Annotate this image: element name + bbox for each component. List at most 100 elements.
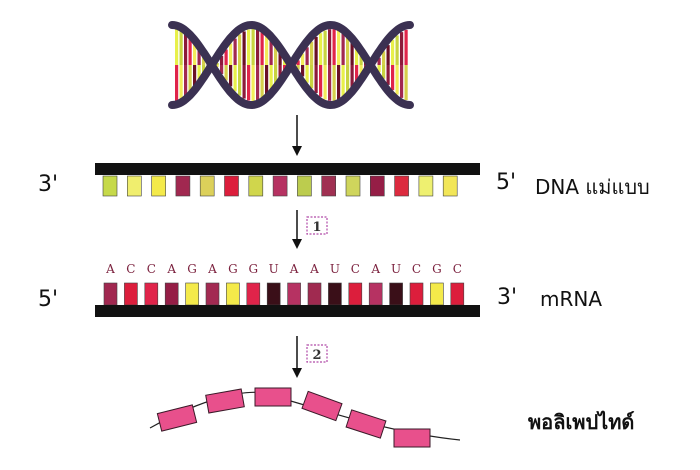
helix-base-pair <box>337 30 341 65</box>
helix-base-pair <box>269 38 273 65</box>
helix-base-pair <box>179 30 183 65</box>
helix-base-pair <box>404 29 408 65</box>
step-2-arrow <box>292 336 302 378</box>
helix-backbone <box>168 20 414 110</box>
amino-acid-bead <box>205 388 245 414</box>
helix-base-pair <box>382 65 386 79</box>
mrna-base-letter: C <box>147 262 156 276</box>
mrna-base-letter: C <box>126 262 135 276</box>
mrna-base-block <box>287 282 301 306</box>
helix-base-pair <box>242 31 246 65</box>
mrna-base-letter: A <box>207 262 217 276</box>
amino-acid-bead <box>345 409 387 439</box>
helix-base-pair <box>197 47 201 65</box>
mrna-base-letter: U <box>391 262 401 276</box>
helix-base-pair <box>188 37 192 65</box>
helix-base-pair <box>247 65 251 101</box>
mrna-base-letter: C <box>351 262 360 276</box>
helix-base-pair <box>256 65 260 101</box>
helix-base-pair <box>260 65 264 99</box>
mrna-base-letter: G <box>228 262 238 276</box>
dna-base-block <box>369 175 385 197</box>
dna-left-end-label: 3' <box>38 172 59 197</box>
helix-base-pair <box>274 65 278 86</box>
helix-base-pair <box>350 40 354 65</box>
mrna-base-block <box>266 282 281 306</box>
mrna-base-letter: A <box>309 262 319 276</box>
helix-base-pair <box>220 56 224 65</box>
helix-base-pair <box>229 65 233 87</box>
helix-base-pair <box>251 65 255 101</box>
helix-base-pair <box>314 65 318 94</box>
dna-base-block <box>321 175 337 197</box>
step-1-box <box>306 216 328 235</box>
step-2-number: 2 <box>312 348 321 363</box>
helix-base-pair <box>310 41 314 65</box>
helix-base-pair <box>238 65 242 96</box>
helix-base-pair <box>193 42 197 65</box>
helix-base-pair <box>296 60 300 65</box>
helix-base-pair <box>242 65 246 99</box>
helix-base-pair <box>179 65 183 100</box>
helix-base-pair <box>247 29 251 66</box>
helix-base-pair <box>269 65 273 92</box>
dna-base-block <box>224 175 239 197</box>
helix-base-pair <box>377 65 381 73</box>
dna-base-block <box>127 175 142 197</box>
dna-right-end-label: 5' <box>496 170 517 195</box>
dna-base-block <box>175 175 191 197</box>
dna-template-backbone <box>95 163 480 175</box>
helix-base-pair <box>332 29 336 66</box>
helix-base-pair <box>265 34 269 65</box>
polypeptide-label: พอลิเพปไทด์ <box>528 410 635 434</box>
helix-base-pair <box>184 33 188 65</box>
amino-acid-bead <box>156 404 198 432</box>
helix-base-pair <box>319 65 323 97</box>
mrna-base-block <box>144 282 159 306</box>
mrna-base-block <box>389 282 403 306</box>
helix-base-pair <box>256 29 260 65</box>
helix-base-pair <box>233 65 237 92</box>
helix-base-pair <box>305 47 309 65</box>
dna-template-bases <box>102 175 458 197</box>
mrna-base-block <box>430 282 444 306</box>
helix-base-pair <box>278 65 282 80</box>
helix-base-pair <box>310 65 314 89</box>
helix-base-pair <box>314 36 318 65</box>
mrna-base-letter: U <box>269 262 279 276</box>
mrna-base-block <box>164 282 179 306</box>
mrna-base-letter: A <box>370 262 380 276</box>
helix-base-pair <box>386 65 390 85</box>
helix-base-pair <box>328 65 332 101</box>
helix-base-pair <box>251 29 255 65</box>
helix-base-pair <box>220 65 224 74</box>
mrna-base-letter: U <box>330 262 340 276</box>
helix-base-pair <box>346 36 350 65</box>
helix-base-pair <box>193 65 197 88</box>
helix-base-pair <box>377 57 381 65</box>
helix-base-pair <box>188 65 192 93</box>
helix-base-pair <box>355 65 359 84</box>
dna-base-block <box>102 175 118 197</box>
helix-base-pair <box>355 46 359 65</box>
helix-base-pair <box>391 65 395 91</box>
dna-base-block <box>394 175 409 197</box>
mrna-right-end-label: 3' <box>497 285 518 310</box>
mrna-base-block <box>226 282 240 306</box>
helix-base-pair <box>346 65 350 94</box>
helix-base-pair <box>184 65 188 97</box>
helix-base-pair <box>296 65 300 70</box>
helix-base-pair <box>215 63 219 65</box>
helix-base-pair <box>359 52 363 65</box>
mrna-base-letter: A <box>166 262 176 276</box>
dna-base-block <box>272 175 288 197</box>
step-2-box <box>306 344 328 363</box>
polypeptide-chain <box>149 387 461 448</box>
helix-base-pair <box>395 35 399 65</box>
helix-base-pair <box>323 30 327 66</box>
helix-base-pair <box>224 49 228 65</box>
helix-base-pair <box>265 65 269 96</box>
dna-base-block <box>151 175 166 197</box>
helix-base-pair <box>305 65 309 83</box>
helix-base-pair <box>323 65 327 100</box>
